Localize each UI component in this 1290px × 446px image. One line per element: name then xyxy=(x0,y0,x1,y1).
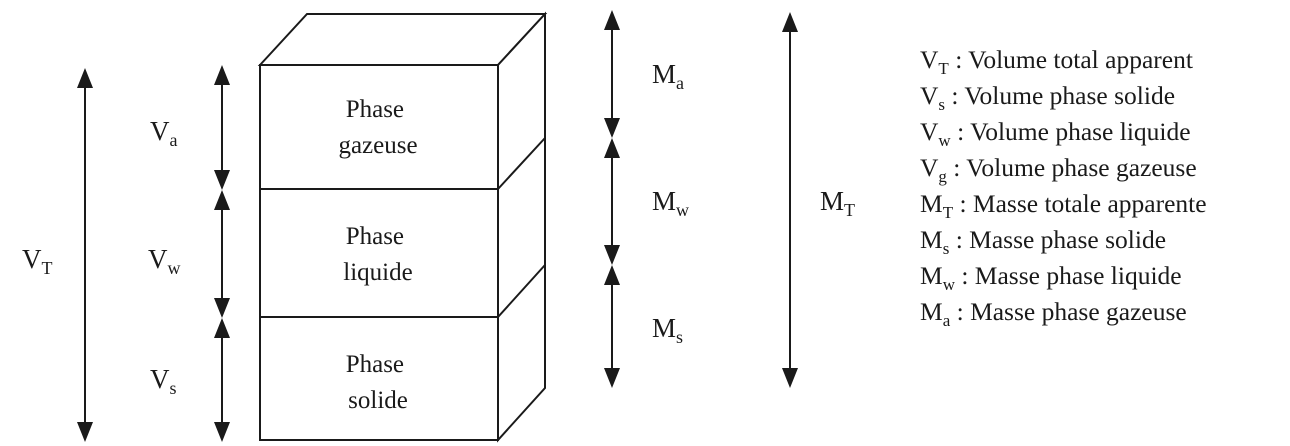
arrow-ms xyxy=(604,265,620,388)
label-mw: Mw xyxy=(652,186,689,220)
legend: VT : Volume total apparent Vs : Volume p… xyxy=(920,45,1207,330)
arrowhead-up xyxy=(77,68,93,88)
phase-liquid-label: Phase liquide xyxy=(343,223,412,286)
arrowhead-down xyxy=(214,170,230,190)
arrow-vw xyxy=(214,190,230,318)
label-vw: Vw xyxy=(148,244,181,278)
gas-liquid-boundary-side xyxy=(497,137,546,190)
label-va: Va xyxy=(150,116,178,150)
arrowhead-up xyxy=(604,265,620,285)
dimension-arrows xyxy=(77,10,798,442)
legend-item: Vs : Volume phase solide xyxy=(920,81,1175,114)
arrow-vt xyxy=(77,68,93,442)
arrowhead-down xyxy=(782,368,798,388)
arrowhead-up xyxy=(782,12,798,32)
label-mt: MT xyxy=(820,186,855,220)
label-vs: Vs xyxy=(150,364,177,398)
legend-item: Mw : Masse phase liquide xyxy=(920,261,1182,294)
block-top-face xyxy=(257,13,548,66)
legend-item: Ma : Masse phase gazeuse xyxy=(920,297,1187,330)
liquid-solid-boundary-side xyxy=(497,264,546,318)
label-ma: Ma xyxy=(652,59,684,93)
arrowhead-down xyxy=(214,298,230,318)
soil-block: Phase gazeuse Phase liquide Phase solide xyxy=(257,11,548,443)
block-front-face xyxy=(259,64,499,441)
legend-item: Ms : Masse phase solide xyxy=(920,225,1166,258)
phase-gas-label: Phase gazeuse xyxy=(338,96,417,159)
arrow-mw xyxy=(604,138,620,265)
legend-item: Vw : Volume phase liquide xyxy=(920,117,1191,150)
arrowhead-up xyxy=(604,10,620,30)
arrowhead-up xyxy=(214,65,230,85)
arrowhead-down xyxy=(77,422,93,442)
label-ms: Ms xyxy=(652,313,683,347)
arrow-vs xyxy=(214,318,230,442)
arrowhead-down xyxy=(604,245,620,265)
arrowhead-up xyxy=(604,138,620,158)
arrow-ma xyxy=(604,10,620,138)
arrow-mt xyxy=(782,12,798,388)
label-vt: VT xyxy=(22,244,53,278)
legend-item: VT : Volume total apparent xyxy=(920,45,1193,78)
block-side-face xyxy=(497,11,546,443)
legend-item: Vg : Volume phase gazeuse xyxy=(920,153,1197,186)
legend-item: MT : Masse totale apparente xyxy=(920,189,1207,222)
phase-solid-label: Phase solide xyxy=(346,351,411,414)
arrow-va xyxy=(214,65,230,190)
arrowhead-down xyxy=(604,368,620,388)
arrowhead-up xyxy=(214,190,230,210)
arrowhead-down xyxy=(604,118,620,138)
arrowhead-down xyxy=(214,422,230,442)
arrowhead-up xyxy=(214,318,230,338)
